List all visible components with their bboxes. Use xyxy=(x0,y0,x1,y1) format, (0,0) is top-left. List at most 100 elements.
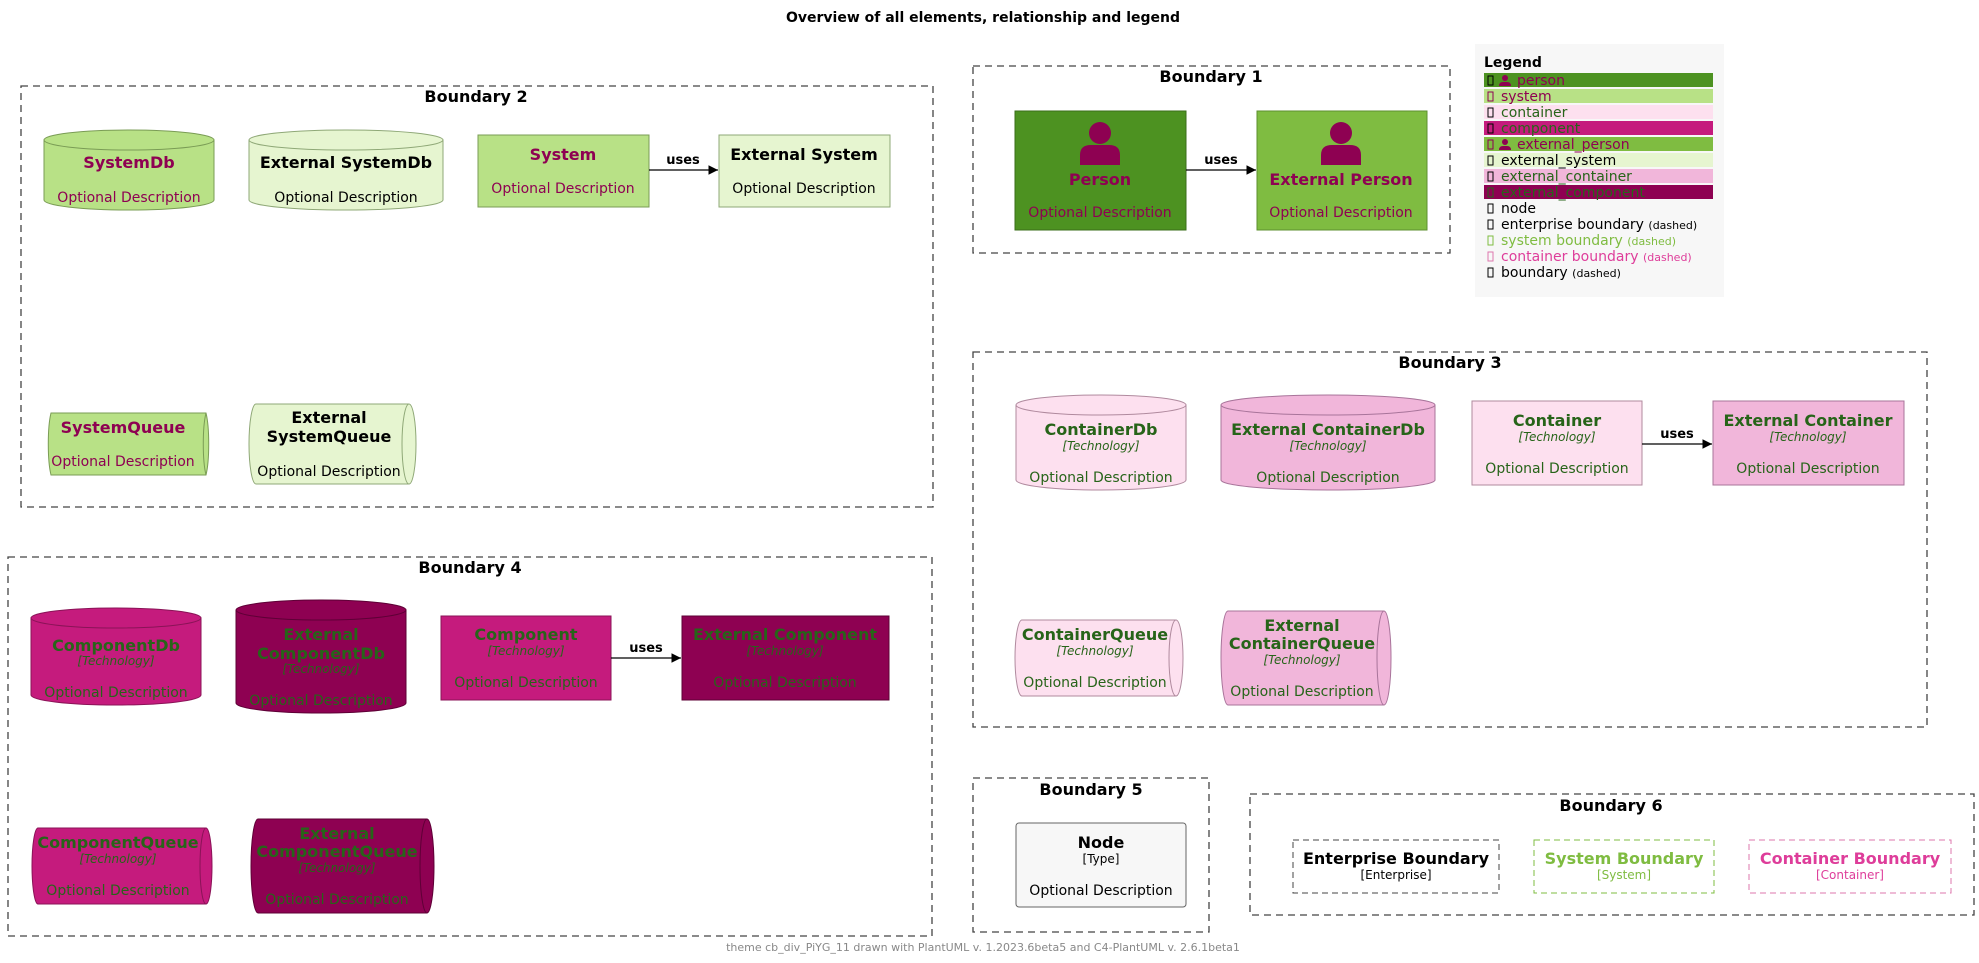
system-boundary[interactable]: System Boundary [System] xyxy=(1533,839,1715,894)
external-component-queue[interactable]: External ComponentQueue [Technology] Opt… xyxy=(250,818,435,914)
container-queue-name: ContainerQueue xyxy=(1022,625,1168,644)
container-db-desc: Optional Description xyxy=(1029,470,1172,486)
node[interactable]: Node [Type] Optional Description xyxy=(1015,822,1187,908)
container-queue-desc: Optional Description xyxy=(1023,675,1166,691)
person[interactable]: Person Optional Description xyxy=(1014,110,1187,231)
external-container-db-desc: Optional Description xyxy=(1256,470,1399,486)
node-desc: Optional Description xyxy=(1029,883,1172,899)
component-desc: Optional Description xyxy=(454,675,597,691)
container-name: Container xyxy=(1513,411,1601,430)
legend-item-enterprise-boundary: enterprise boundary (dashed) xyxy=(1501,217,1697,233)
person-icon xyxy=(1080,122,1120,165)
component-queue-desc: Optional Description xyxy=(46,883,189,899)
legend-container-boundary-label: container boundary xyxy=(1501,249,1639,265)
person-desc: Optional Description xyxy=(1028,205,1171,221)
external-person-desc: Optional Description xyxy=(1269,205,1412,221)
external-component-db-desc: Optional Description xyxy=(249,693,392,709)
system-queue-desc: Optional Description xyxy=(51,454,194,470)
legend-external-person-icon xyxy=(1499,139,1511,150)
external-person[interactable]: External Person Optional Description xyxy=(1256,110,1428,231)
boundary-6: Boundary 6 Enterprise Boundary [Enterpri… xyxy=(1249,793,1975,916)
external-system-queue[interactable]: External SystemQueue Optional Descriptio… xyxy=(248,403,417,485)
external-component-db[interactable]: External ComponentDb [Technology] Option… xyxy=(235,599,407,714)
external-person-icon xyxy=(1321,122,1361,165)
boundary-6-title: Boundary 6 xyxy=(1559,796,1662,815)
component-tech: [Technology] xyxy=(487,644,564,658)
external-person-name: External Person xyxy=(1269,170,1412,189)
enterprise-boundary[interactable]: Enterprise Boundary [Enterprise] xyxy=(1292,839,1500,894)
external-component-db-tech: [Technology] xyxy=(282,662,359,676)
component-queue-tech: [Technology] xyxy=(79,852,156,866)
component[interactable]: Component [Technology] Optional Descript… xyxy=(440,615,612,701)
component-queue[interactable]: ComponentQueue [Technology] Optional Des… xyxy=(31,827,213,905)
system-boundary-name: System Boundary xyxy=(1545,849,1704,868)
system-desc: Optional Description xyxy=(491,181,634,197)
legend-item-boundary: boundary (dashed) xyxy=(1501,265,1621,281)
legend-title: Legend xyxy=(1484,55,1542,71)
external-component-queue-name-2: ComponentQueue xyxy=(256,842,417,861)
system-db-name: SystemDb xyxy=(83,153,174,172)
external-component-db-name-1: External xyxy=(283,625,358,644)
legend-item-component: component xyxy=(1501,121,1581,137)
boundary-3: Boundary 3 ContainerDb [Technology] Opti… xyxy=(972,351,1928,728)
external-container-db[interactable]: External ContainerDb [Technology] Option… xyxy=(1220,394,1436,491)
external-system-desc: Optional Description xyxy=(732,181,875,197)
node-type: [Type] xyxy=(1083,852,1120,866)
legend-bullets xyxy=(1487,75,1494,278)
component-queue-name: ComponentQueue xyxy=(37,833,198,852)
legend-item-external-person: external_person xyxy=(1517,137,1630,153)
system-boundary-tag: [System] xyxy=(1597,868,1651,882)
boundary-4: Boundary 4 ComponentDb [Technology] Opti… xyxy=(7,556,933,937)
boundary-2: Boundary 2 SystemDb Optional Description… xyxy=(20,85,934,508)
external-system[interactable]: External System Optional Description xyxy=(718,134,891,208)
external-component-desc: Optional Description xyxy=(713,675,856,691)
container-db[interactable]: ContainerDb [Technology] Optional Descri… xyxy=(1015,394,1187,491)
system-db-desc: Optional Description xyxy=(57,190,200,206)
relation-label-system: uses xyxy=(666,153,700,168)
external-component-queue-desc: Optional Description xyxy=(265,892,408,908)
container-boundary-name: Container Boundary xyxy=(1760,849,1941,868)
container-boundary[interactable]: Container Boundary [Container] xyxy=(1748,839,1952,894)
external-system-queue-name-1: External xyxy=(291,408,366,427)
external-component-queue-name-1: External xyxy=(299,824,374,843)
legend-item-external-component: external_component xyxy=(1501,185,1645,201)
boundary-2-title: Boundary 2 xyxy=(424,87,527,106)
legend-boundary-dashed: (dashed) xyxy=(1572,267,1621,280)
container-desc: Optional Description xyxy=(1485,461,1628,477)
legend-item-system: system xyxy=(1501,89,1552,105)
container[interactable]: Container [Technology] Optional Descript… xyxy=(1471,400,1643,486)
external-container[interactable]: External Container [Technology] Optional… xyxy=(1712,400,1905,486)
system-queue[interactable]: SystemQueue Optional Description xyxy=(47,412,210,476)
system[interactable]: System Optional Description xyxy=(477,134,650,208)
external-container-desc: Optional Description xyxy=(1736,461,1879,477)
external-container-queue[interactable]: External ContainerQueue [Technology] Opt… xyxy=(1220,610,1392,706)
legend-item-system-boundary: system boundary (dashed) xyxy=(1501,233,1676,249)
external-container-queue-name-2: ContainerQueue xyxy=(1229,634,1375,653)
external-container-tech: [Technology] xyxy=(1769,430,1846,444)
legend-container-boundary-dashed: (dashed) xyxy=(1643,251,1692,264)
component-db[interactable]: ComponentDb [Technology] Optional Descri… xyxy=(30,607,202,706)
relation-label-container: uses xyxy=(1660,427,1694,442)
external-system-db-name: External SystemDb xyxy=(260,153,432,172)
legend-system-boundary-dashed: (dashed) xyxy=(1627,235,1676,248)
system-db[interactable]: SystemDb Optional Description xyxy=(43,129,215,211)
relation-label-component: uses xyxy=(629,641,663,656)
external-container-queue-name-1: External xyxy=(1264,616,1339,635)
enterprise-boundary-name: Enterprise Boundary xyxy=(1303,849,1490,868)
external-system-queue-desc: Optional Description xyxy=(257,464,400,480)
legend-enterprise-dashed: (dashed) xyxy=(1648,219,1697,232)
boundary-3-title: Boundary 3 xyxy=(1398,353,1501,372)
external-component-queue-tech: [Technology] xyxy=(298,861,375,875)
legend-item-container: container xyxy=(1501,105,1568,121)
legend-item-external-system: external_system xyxy=(1501,153,1616,169)
legend-enterprise-label: enterprise boundary xyxy=(1501,217,1644,233)
container-queue[interactable]: ContainerQueue [Technology] Optional Des… xyxy=(1014,619,1184,697)
external-component[interactable]: External Component [Technology] Optional… xyxy=(681,615,890,701)
node-name: Node xyxy=(1078,833,1125,852)
external-system-queue-name-2: SystemQueue xyxy=(267,427,392,446)
external-system-db[interactable]: External SystemDb Optional Description xyxy=(248,129,444,211)
boundary-5-title: Boundary 5 xyxy=(1039,780,1142,799)
external-container-name: External Container xyxy=(1723,411,1892,430)
legend-item-node: node xyxy=(1501,201,1536,217)
